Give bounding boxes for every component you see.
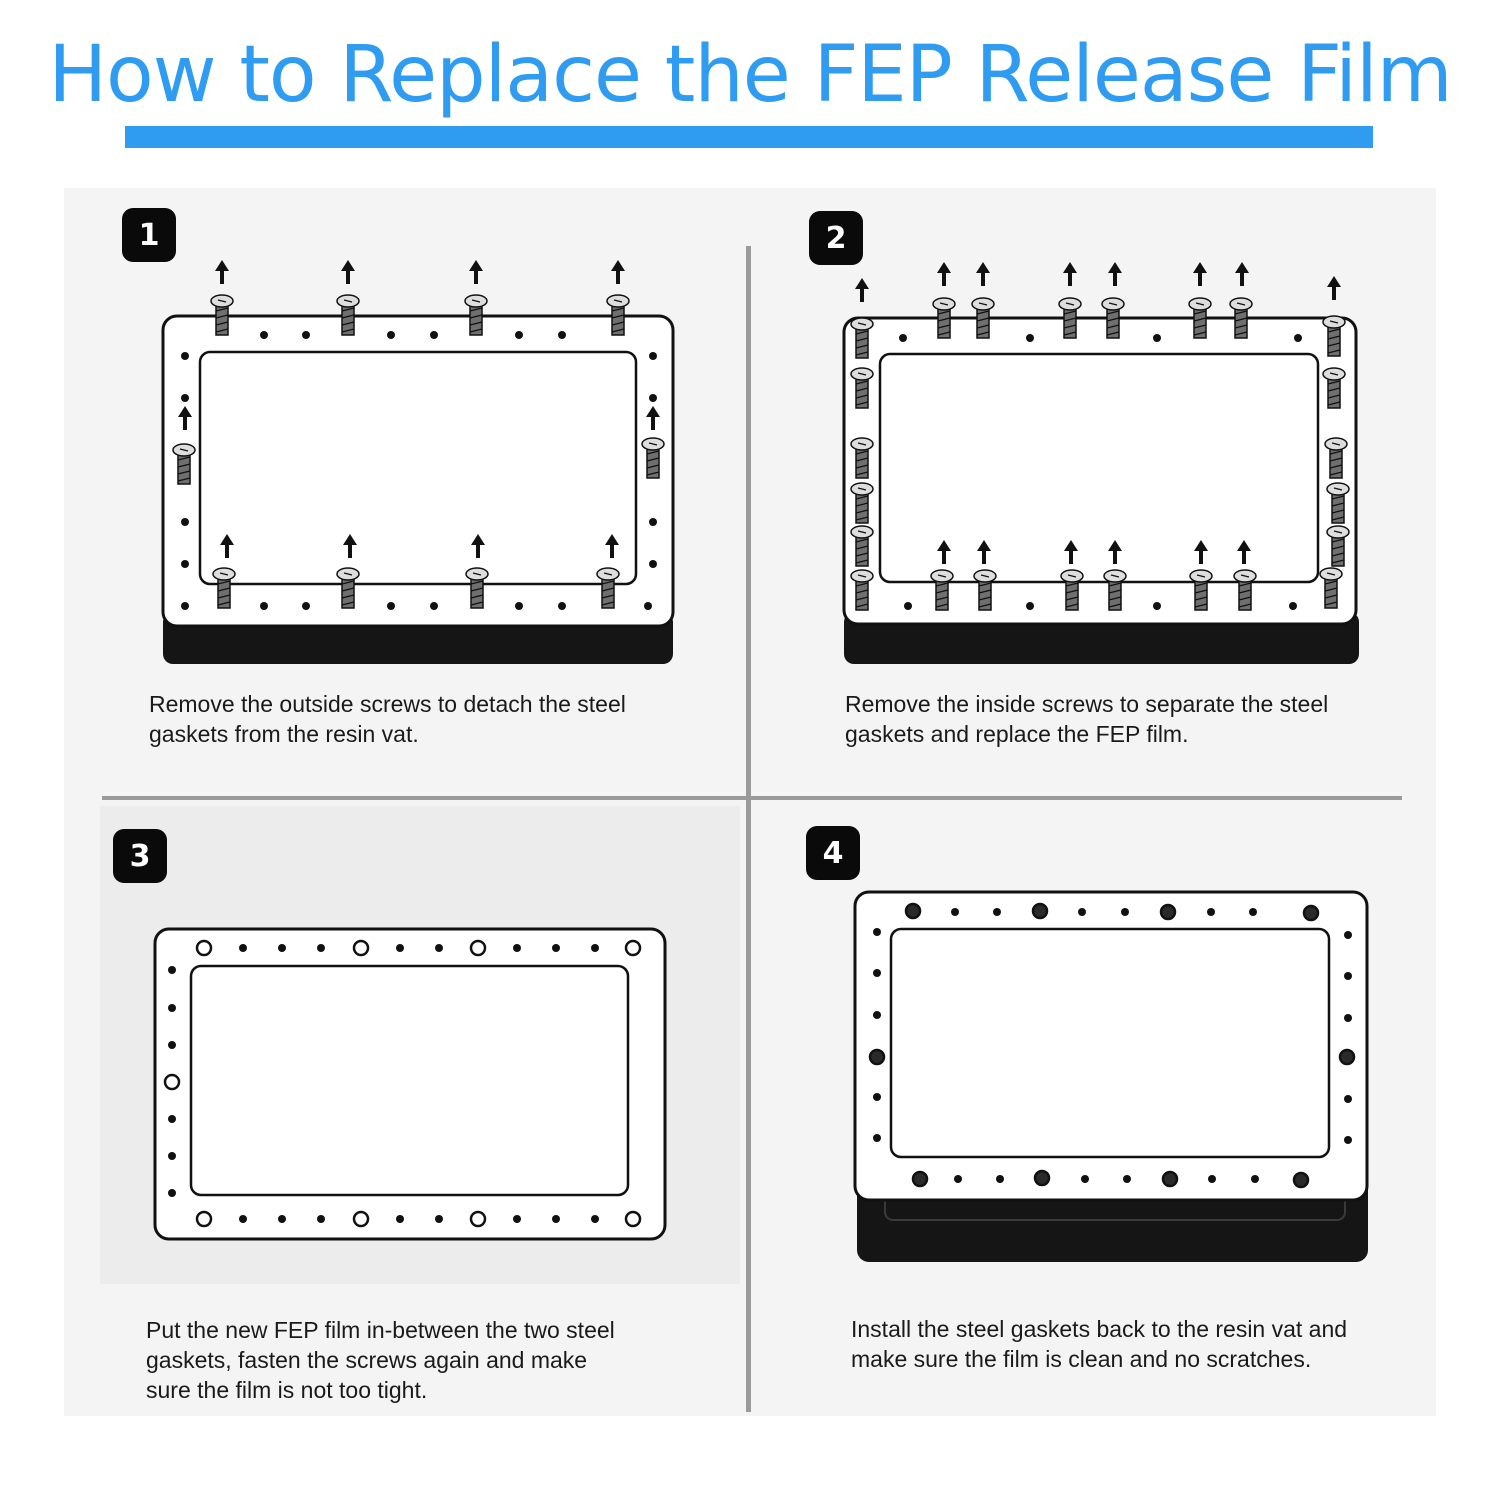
screw-hole-icon (469, 1210, 487, 1228)
step-3-caption: Put the new FEP film in-between the two … (146, 1315, 615, 1405)
fastened-screw-icon (1161, 1170, 1179, 1188)
step-2-caption: Remove the inside screws to separate the… (845, 689, 1328, 749)
up-arrow-icon (341, 260, 355, 284)
step-2-window (878, 352, 1320, 584)
page-title: How to Replace the FEP Release Film (48, 30, 1452, 120)
screw-hole-icon (163, 1073, 181, 1091)
fastened-screw-icon (1031, 902, 1049, 920)
step-1-caption: Remove the outside screws to detach the … (149, 689, 626, 749)
step-4-dots (873, 908, 1352, 1183)
step-4-badge: 4 (806, 826, 860, 880)
step-3-window (189, 964, 630, 1197)
screw-hole-icon (624, 1210, 642, 1228)
step-4-window (889, 927, 1331, 1159)
vertical-divider (746, 246, 751, 1412)
up-arrow-icon (1235, 262, 1249, 286)
fastened-screw-icon (1033, 1169, 1051, 1187)
caption-line: gaskets, fasten the screws again and mak… (146, 1347, 588, 1373)
caption-line: Remove the inside screws to separate the… (845, 691, 1329, 717)
screw-hole-icon (352, 1210, 370, 1228)
up-arrow-icon (937, 262, 951, 286)
up-arrow-icon (976, 262, 990, 286)
fastened-screw-icon (868, 1048, 886, 1066)
screw-hole-icon (195, 939, 213, 957)
step-1-window (198, 350, 638, 586)
step-2-holes (899, 334, 1302, 610)
screw-hole-icon (469, 939, 487, 957)
step-1-badge: 1 (122, 208, 176, 262)
step-3-dots (168, 944, 599, 1223)
step-4-illustration (853, 890, 1369, 1262)
caption-line: make sure the film is clean and no scrat… (851, 1346, 1312, 1372)
up-arrow-icon (215, 260, 229, 284)
caption-line: Put the new FEP film in-between the two … (146, 1317, 615, 1343)
up-arrow-icon (1193, 262, 1207, 286)
up-arrow-icon (1327, 276, 1341, 300)
title-underline (125, 126, 1373, 148)
step-4-fastened-screws (868, 902, 1356, 1189)
horizontal-divider (102, 796, 1402, 800)
fastened-screw-icon (1338, 1048, 1356, 1066)
fastened-screw-icon (1292, 1171, 1310, 1189)
up-arrow-icon (469, 260, 483, 284)
step-4-caption: Install the steel gaskets back to the re… (851, 1314, 1347, 1374)
step-2-illustration (842, 262, 1359, 664)
fastened-screw-icon (1302, 904, 1320, 922)
fastened-screw-icon (1159, 903, 1177, 921)
caption-line: sure the film is not too tight. (146, 1377, 428, 1403)
up-arrow-icon (611, 260, 625, 284)
step-3-illustration (153, 927, 667, 1241)
fastened-screw-icon (904, 902, 922, 920)
fastened-screw-icon (911, 1170, 929, 1188)
caption-line: gaskets from the resin vat. (149, 721, 419, 747)
up-arrow-icon (855, 278, 869, 302)
screw-hole-icon (195, 1210, 213, 1228)
step-2-badge: 2 (809, 211, 863, 265)
screw-hole-icon (352, 939, 370, 957)
step-1-illustration (161, 260, 675, 664)
caption-line: Install the steel gaskets back to the re… (851, 1316, 1348, 1342)
caption-line: gaskets and replace the FEP film. (845, 721, 1189, 747)
screw-hole-icon (624, 939, 642, 957)
up-arrow-icon (1063, 262, 1077, 286)
up-arrow-icon (1108, 262, 1122, 286)
caption-line: Remove the outside screws to detach the … (149, 691, 626, 717)
step-3-open-holes (163, 939, 642, 1228)
step-1-holes (181, 331, 657, 610)
step-3-badge: 3 (113, 829, 167, 883)
